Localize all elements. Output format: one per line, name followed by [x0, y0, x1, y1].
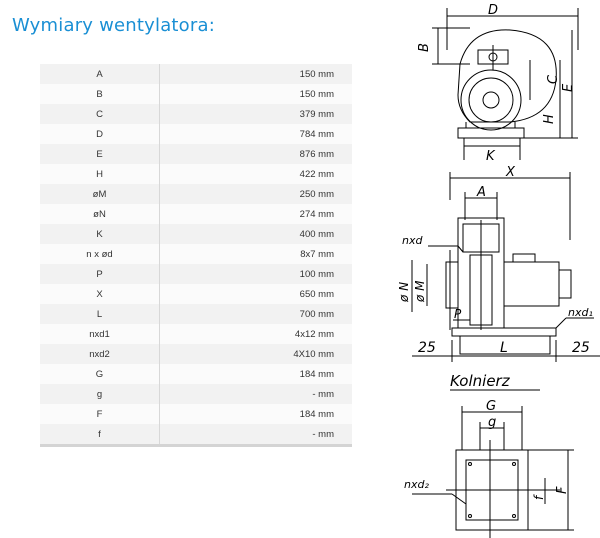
label-G: G — [486, 399, 496, 414]
label-A: A — [476, 185, 486, 200]
label-B: B — [417, 43, 432, 52]
label-K: K — [486, 149, 496, 164]
fan-technical-drawing: D B C E H K X A nxd ø N ø M P nxd₁ 25 L … — [397, 3, 600, 538]
dimension-name: X — [40, 284, 160, 304]
dimension-name: g — [40, 384, 160, 404]
dimension-name: B — [40, 84, 160, 104]
dimension-name: nxd1 — [40, 324, 160, 344]
dimension-name: K — [40, 224, 160, 244]
table-row: F 184 mm — [40, 404, 352, 424]
dimension-value: 379 mm — [299, 108, 334, 120]
dimension-value: 4X10 mm — [293, 348, 334, 360]
table-row: G 184 mm — [40, 364, 352, 384]
label-L: L — [500, 340, 508, 356]
dimension-value: 700 mm — [299, 308, 334, 320]
dimension-name: L — [40, 304, 160, 324]
table-row: K 400 mm — [40, 224, 352, 244]
dimension-value: 876 mm — [299, 148, 334, 160]
flange-title: Kolnierz — [450, 372, 511, 390]
table-row: A 150 mm — [40, 64, 352, 84]
table-row: øN 274 mm — [40, 204, 352, 224]
dimension-name: øM — [40, 184, 160, 204]
label-X: X — [505, 165, 516, 180]
dimension-name: P — [40, 264, 160, 284]
dimension-value: 8x7 mm — [300, 248, 334, 260]
table-row: B 150 mm — [40, 84, 352, 104]
dimension-value: 422 mm — [299, 168, 334, 180]
label-C: C — [546, 74, 561, 84]
dimension-value: 184 mm — [299, 408, 334, 420]
label-F: F — [555, 486, 570, 494]
label-oM: ø M — [413, 280, 427, 303]
table-row: n x ød 8x7 mm — [40, 244, 352, 264]
table-row: nxd2 4X10 mm — [40, 344, 352, 364]
flange-view — [412, 389, 574, 538]
dimension-name: H — [40, 164, 160, 184]
label-25-left: 25 — [418, 340, 436, 356]
dimension-name: G — [40, 364, 160, 384]
dimension-name: nxd2 — [40, 344, 160, 364]
dimension-name: D — [40, 124, 160, 144]
table-row: E 876 mm — [40, 144, 352, 164]
dimension-value: 400 mm — [299, 228, 334, 240]
label-25-right: 25 — [572, 340, 590, 356]
table-row: nxd1 4x12 mm — [40, 324, 352, 344]
dimension-name: E — [40, 144, 160, 164]
table-row: H 422 mm — [40, 164, 352, 184]
page-title: Wymiary wentylatora: — [12, 15, 215, 36]
dimension-value: 100 mm — [299, 268, 334, 280]
label-E: E — [561, 83, 576, 92]
dimension-name: F — [40, 404, 160, 424]
dimensions-table: A 150 mm B 150 mm C 379 mm D 784 mm E 876 mm H 422 … — [40, 64, 352, 447]
label-D: D — [488, 3, 498, 18]
dimension-value: 250 mm — [299, 188, 334, 200]
table-row: g - mm — [40, 384, 352, 404]
dimension-value: - mm — [312, 428, 334, 440]
dimension-name: f — [40, 424, 160, 444]
dimension-name: øN — [40, 204, 160, 224]
side-view — [432, 8, 579, 160]
dimension-name: A — [40, 64, 160, 84]
top-view — [411, 172, 600, 362]
table-row: D 784 mm — [40, 124, 352, 144]
table-row: øM 250 mm — [40, 184, 352, 204]
dimension-value: - mm — [312, 388, 334, 400]
table-row: C 379 mm — [40, 104, 352, 124]
label-f: f — [532, 494, 546, 500]
table-row: X 650 mm — [40, 284, 352, 304]
dimension-value: 784 mm — [299, 128, 334, 140]
dimension-value: 184 mm — [299, 368, 334, 380]
label-oN: ø N — [397, 282, 411, 303]
dimension-value: 150 mm — [299, 88, 334, 100]
table-row: f - mm — [40, 424, 352, 444]
dimension-value: 274 mm — [299, 208, 334, 220]
label-nxd2: nxd₂ — [404, 478, 429, 491]
table-row: L 700 mm — [40, 304, 352, 324]
label-P: P — [454, 307, 462, 321]
dimension-name: n x ød — [40, 244, 160, 264]
dimension-value: 150 mm — [299, 68, 334, 80]
dimension-name: C — [40, 104, 160, 124]
label-g: g — [488, 415, 496, 430]
label-nxd: nxd — [402, 234, 423, 247]
dimension-value: 4x12 mm — [294, 328, 334, 340]
dimension-value: 650 mm — [299, 288, 334, 300]
label-H: H — [542, 114, 557, 124]
table-row: P 100 mm — [40, 264, 352, 284]
label-nxd1: nxd₁ — [568, 306, 593, 319]
